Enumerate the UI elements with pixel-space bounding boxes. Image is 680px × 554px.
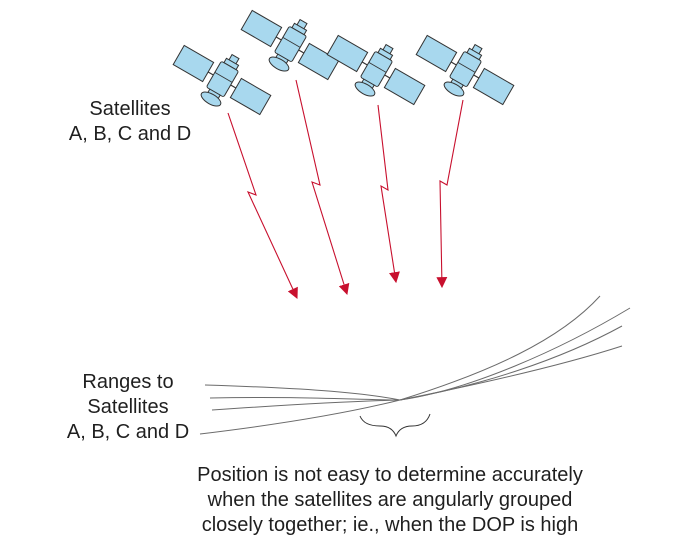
- range-arc: [211, 345, 623, 411]
- satellite-icon: [232, 0, 348, 94]
- signal-arrow-icon: [227, 112, 298, 299]
- range-arc: [204, 307, 631, 401]
- position-brace: [359, 413, 431, 438]
- ranges-label: Ranges to Satellites A, B, C and D: [66, 371, 190, 443]
- signal-arrow-icon: [295, 79, 350, 296]
- signal-arrow-icon: [377, 104, 400, 284]
- signal-arrow-icon: [436, 99, 464, 289]
- dop-caption: Position is not easy to determine accura…: [197, 464, 583, 536]
- satellite-icon: [318, 21, 434, 119]
- satellites-label: Satellites A, B, C and D: [68, 98, 192, 145]
- satellite-icon: [407, 21, 523, 119]
- range-arc: [199, 295, 601, 435]
- range-arc: [209, 325, 623, 401]
